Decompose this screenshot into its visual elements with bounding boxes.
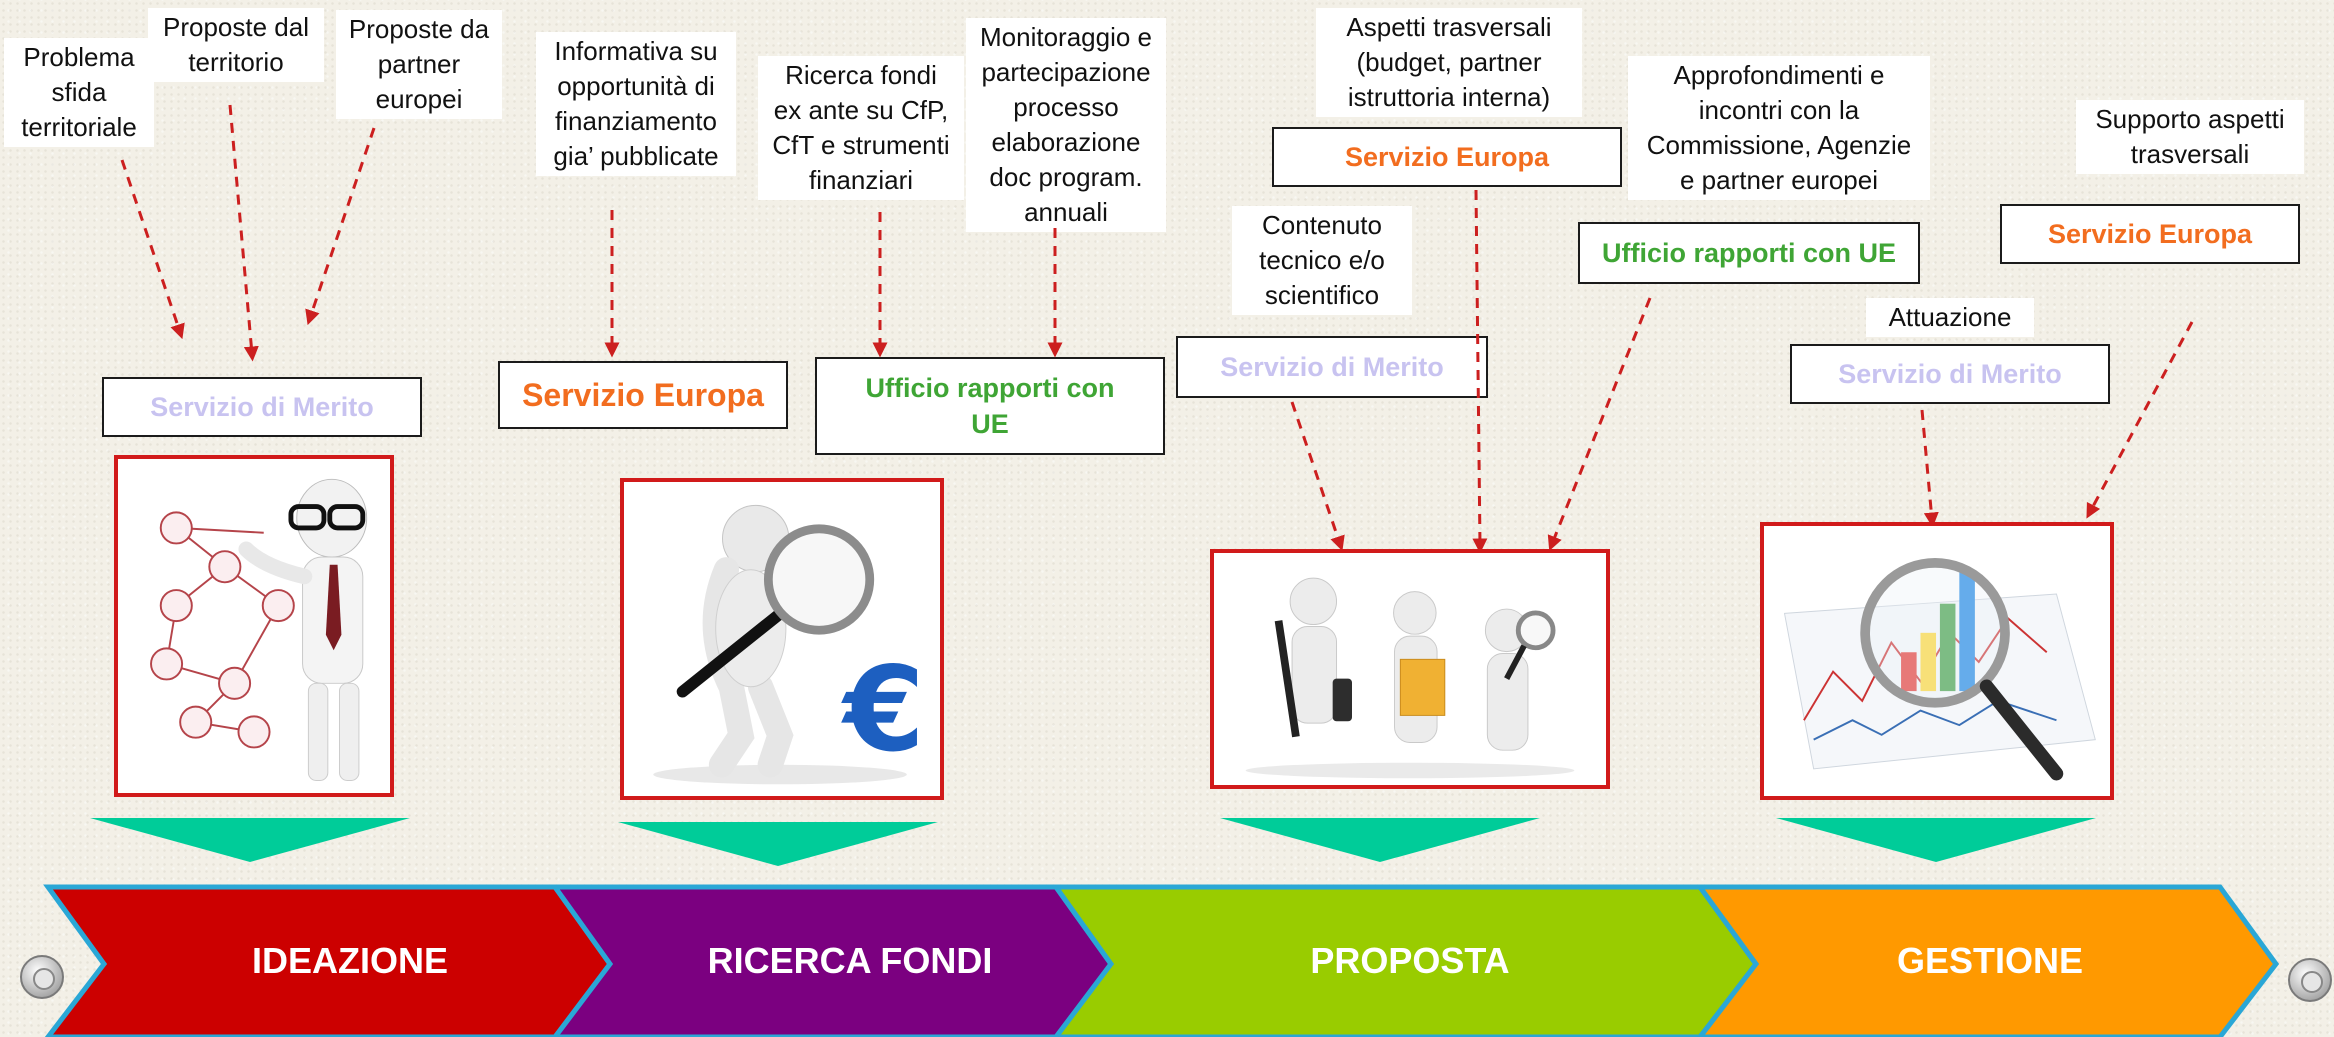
note-ricerca-fondi: Ricerca fondi ex ante su CfP, CfT e stru…	[758, 56, 964, 200]
teal-triangle-ideazione	[90, 818, 410, 862]
phase-label-ideazione: IDEAZIONE	[251, 940, 448, 981]
box-servizio-merito-ideazione: Servizio di Merito	[102, 377, 422, 437]
box-servizio-merito-gestione: Servizio di Merito	[1790, 344, 2110, 404]
team-figures-icon	[1245, 577, 1575, 779]
note-approfondimenti: Approfondimenti e incontri con la Commis…	[1628, 56, 1930, 200]
image-proposta	[1210, 549, 1610, 789]
arrow-proposte-territorio	[228, 104, 259, 362]
image-ricerca-fondi: €	[620, 478, 944, 800]
network-man-icon	[150, 478, 368, 781]
box-ufficio-ue-proposta: Ufficio rapporti con UE	[1578, 222, 1920, 284]
image-ideazione	[114, 455, 394, 797]
arrow-merito-proposta	[1290, 401, 1345, 552]
note-proposte-territorio: Proposte dal territorio	[148, 8, 324, 82]
teal-triangle-gestione	[1776, 818, 2096, 862]
note-informativa: Informativa su opportunità di finanziame…	[536, 32, 736, 176]
note-supporto: Supporto aspetti trasversali	[2076, 100, 2304, 174]
arrow-ue-proposta	[1547, 297, 1652, 551]
note-contenuto: Contenuto tecnico e/o scientifico	[1232, 206, 1412, 315]
note-monitoraggio: Monitoraggio e partecipazione processo e…	[966, 18, 1166, 232]
chart-magnifier-icon	[1783, 558, 2096, 781]
teal-triangle-ricerca	[618, 822, 938, 866]
box-servizio-europa-ricerca: Servizio Europa	[498, 361, 788, 429]
note-attuazione: Attuazione	[1866, 298, 2034, 337]
box-servizio-europa-proposta: Servizio Europa	[1272, 127, 1622, 187]
phase-label-ricerca-fondi: RICERCA FONDI	[707, 940, 993, 981]
phase-label-gestione: GESTIONE	[1896, 940, 2084, 981]
note-problema: Problema sfida territoriale	[4, 38, 154, 147]
screw-right	[2288, 958, 2332, 1002]
box-ufficio-ue-ricerca: Ufficio rapporti con UE	[815, 357, 1165, 455]
svg-text:€: €	[840, 641, 924, 778]
arrow-europa-proposta	[1472, 189, 1488, 554]
note-proposte-partner: Proposte da partner europei	[336, 10, 502, 119]
image-gestione	[1760, 522, 2114, 800]
screw-left	[20, 955, 64, 999]
arrow-problema	[120, 159, 185, 340]
magnifier-euro-icon: €	[653, 504, 925, 785]
box-servizio-europa-gestione: Servizio Europa	[2000, 204, 2300, 264]
box-servizio-merito-proposta: Servizio di Merito	[1176, 336, 1488, 398]
arrow-merito-gestione	[1920, 409, 1939, 528]
phase-label-proposta: PROPOSTA	[1310, 940, 1510, 981]
note-aspetti-trasversali: Aspetti trasversali (budget, partner ist…	[1316, 8, 1582, 117]
chevron-gestione	[1695, 884, 2280, 1037]
teal-triangle-proposta	[1220, 818, 1540, 862]
arrow-proposte-partner	[305, 127, 376, 326]
